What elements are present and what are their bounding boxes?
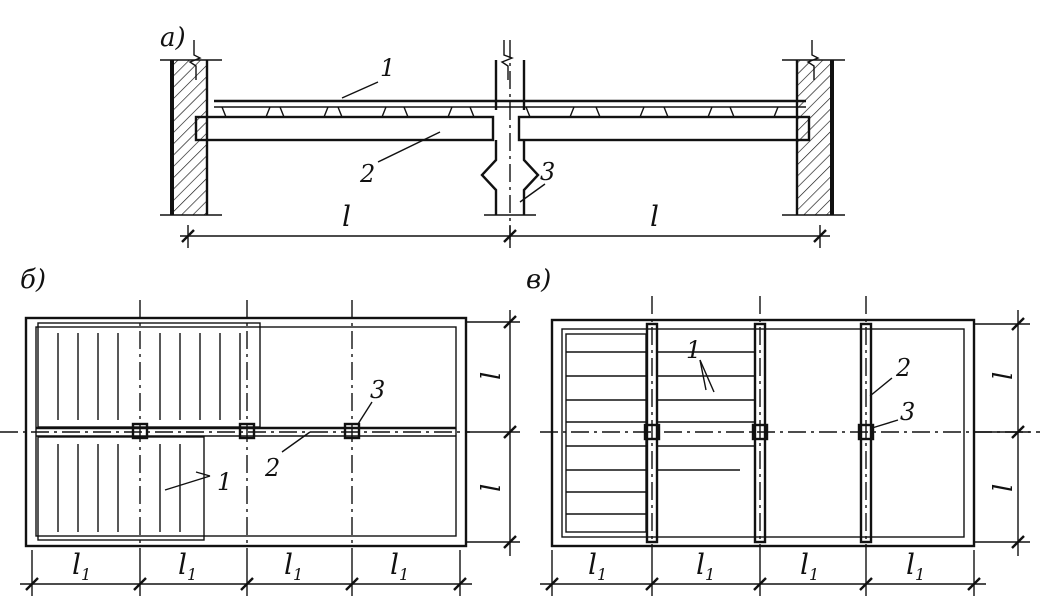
callout-2: 2 — [359, 160, 375, 188]
left-wall — [160, 40, 222, 216]
subspan-label: l1 — [72, 548, 91, 584]
callout-3: 3 — [370, 376, 385, 404]
span-label: l — [477, 372, 507, 380]
subspan-label: l1 — [906, 548, 925, 584]
columns-c — [643, 423, 875, 441]
subspan-label: l1 — [178, 548, 197, 584]
callout-3: 3 — [900, 398, 915, 426]
dimension-c-bottom: l1 l1 l1 l1 — [540, 548, 986, 596]
callout-1: 1 — [380, 54, 395, 82]
callout-1: 1 — [686, 336, 701, 364]
axes-b — [0, 300, 470, 560]
callout-3: 3 — [540, 158, 555, 186]
dimension-c-right: l l — [974, 310, 1030, 556]
columns-b — [131, 422, 361, 440]
plan-view-b: б) — [0, 265, 520, 596]
subspan-label: l1 — [800, 548, 819, 584]
slabs-b — [37, 322, 261, 541]
callout-2: 2 — [264, 454, 280, 482]
right-wall — [782, 40, 845, 216]
subspan-label: l1 — [284, 548, 303, 584]
section-view-a: а) — [160, 23, 845, 248]
panel-label-b: б) — [20, 265, 46, 295]
span-label-left: l — [342, 200, 351, 233]
plan-view-c: в) — [526, 265, 1040, 596]
panel-label-a: а) — [160, 23, 186, 53]
callouts-b: 1 2 3 — [164, 376, 385, 496]
callouts-a: 1 2 3 — [341, 54, 555, 203]
girders-c — [645, 322, 873, 544]
axes-c — [540, 296, 1040, 560]
span-label: l — [477, 484, 507, 492]
dimension-b-right: l l — [466, 310, 520, 556]
girders — [194, 115, 811, 142]
panel-label-c: в) — [526, 265, 551, 295]
span-label: l — [989, 372, 1019, 380]
callouts-c: 1 2 3 — [686, 336, 915, 429]
callout-1: 1 — [217, 468, 232, 496]
subspan-label: l1 — [588, 548, 607, 584]
subspan-label: l1 — [390, 548, 409, 584]
dimension-b-bottom: l1 l1 l1 l1 — [20, 548, 472, 596]
subspan-label: l1 — [696, 548, 715, 584]
callout-2: 2 — [895, 354, 911, 382]
dimension-a: l l — [180, 200, 830, 248]
span-label-right: l — [650, 200, 659, 233]
span-label: l — [989, 484, 1019, 492]
